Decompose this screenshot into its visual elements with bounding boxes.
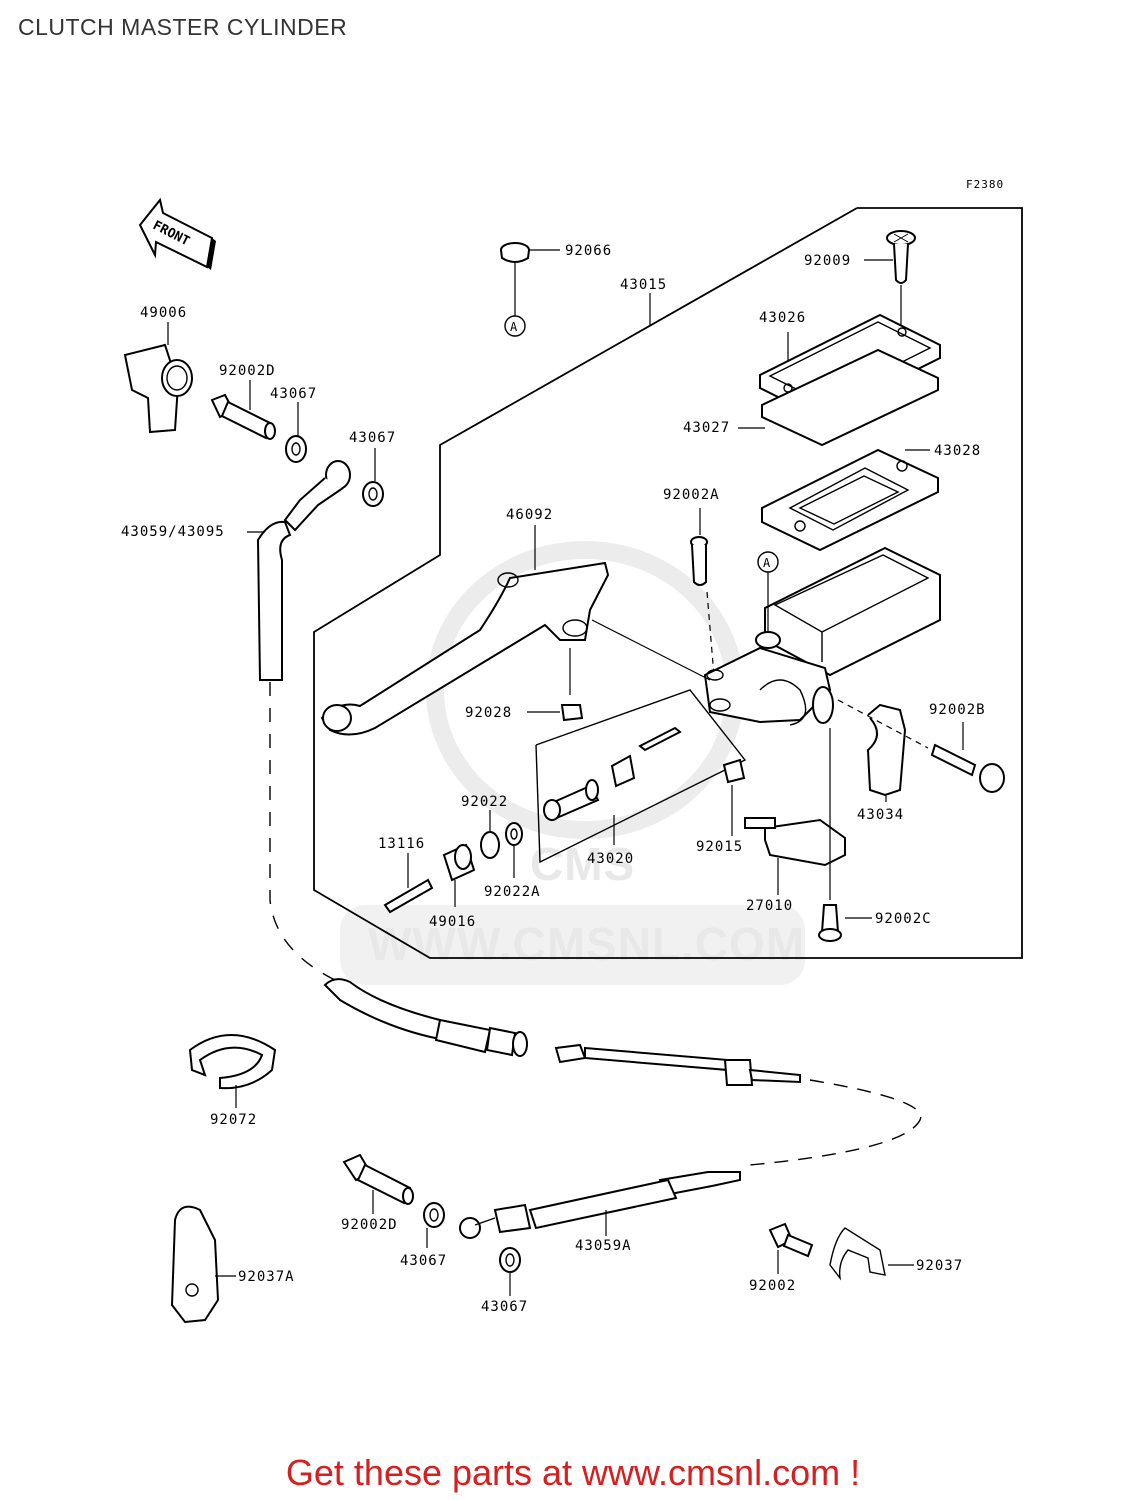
label-49006: 49006 bbox=[140, 305, 187, 321]
label-92002D-top: 92002D bbox=[219, 363, 276, 379]
dust-cap-49006 bbox=[123, 322, 193, 434]
banjo-bolt-92002D-bottom bbox=[342, 1153, 414, 1214]
figure-code: F2380 bbox=[966, 178, 1004, 191]
svg-text:A: A bbox=[510, 320, 518, 334]
switch-27010 bbox=[744, 817, 846, 895]
label-43028: 43028 bbox=[934, 443, 981, 459]
hose-43059-43095 bbox=[247, 460, 351, 981]
label-92009: 92009 bbox=[804, 253, 851, 269]
piston-kit-43020 bbox=[543, 726, 682, 845]
label-92002A: 92002A bbox=[663, 487, 720, 503]
circlip-92022 bbox=[480, 810, 500, 859]
nut-92015 bbox=[722, 758, 746, 836]
pushrod-13116 bbox=[383, 853, 434, 914]
page-title: CLUTCH MASTER CYLINDER bbox=[18, 14, 348, 40]
label-92037: 92037 bbox=[916, 1258, 963, 1274]
bolt-92002 bbox=[768, 1222, 814, 1274]
clip-92037 bbox=[829, 1227, 914, 1281]
screw-92009 bbox=[864, 230, 916, 330]
label-92022: 92022 bbox=[461, 794, 508, 810]
label-43067-b: 43067 bbox=[349, 430, 396, 446]
lever-46092 bbox=[320, 525, 711, 736]
label-92015: 92015 bbox=[696, 839, 743, 855]
watermark-logo: CMS bbox=[530, 838, 635, 890]
label-92022A: 92022A bbox=[484, 884, 541, 900]
band-92072 bbox=[188, 1034, 277, 1108]
assembly-frame bbox=[313, 207, 1023, 959]
label-43027: 43027 bbox=[683, 420, 730, 436]
front-arrow-icon: FRONT bbox=[138, 197, 216, 270]
screw-92002C bbox=[818, 728, 872, 942]
label-43059-43095: 43059/43095 bbox=[121, 524, 225, 540]
promo-link[interactable]: Get these parts at www.cmsnl.com ! bbox=[285, 1452, 861, 1493]
label-43015: 43015 bbox=[620, 277, 667, 293]
washer-43067-a bbox=[285, 402, 307, 463]
label-43026: 43026 bbox=[759, 310, 806, 326]
label-27010: 27010 bbox=[746, 898, 793, 914]
washer-43067-c bbox=[423, 1202, 445, 1248]
label-92002: 92002 bbox=[749, 1278, 796, 1294]
cable-43059A bbox=[459, 1043, 922, 1239]
piston-kit-frame bbox=[535, 689, 747, 864]
reservoir-body bbox=[764, 546, 941, 677]
cap-92066 bbox=[500, 242, 560, 337]
diaphragm-43028 bbox=[761, 448, 939, 552]
label-92002D-bottom: 92002D bbox=[341, 1217, 398, 1233]
label-13116: 13116 bbox=[378, 836, 425, 852]
bolt-92002B bbox=[837, 699, 1005, 793]
parts-diagram: CMS WWW.CMSNL.COM F2380 FRONT bbox=[121, 178, 1023, 1324]
svg-text:A: A bbox=[763, 556, 771, 570]
hose-lower-section bbox=[323, 978, 528, 1057]
label-92037A: 92037A bbox=[238, 1269, 295, 1285]
label-92002C: 92002C bbox=[875, 911, 932, 927]
label-43067-a: 43067 bbox=[270, 386, 317, 402]
label-43020: 43020 bbox=[587, 851, 634, 867]
label-46092: 46092 bbox=[506, 507, 553, 523]
label-49016: 49016 bbox=[429, 914, 476, 930]
master-cylinder-body bbox=[703, 631, 834, 726]
label-92072: 92072 bbox=[210, 1112, 257, 1128]
watermark-url: WWW.CMSNL.COM bbox=[368, 918, 805, 970]
label-92066: 92066 bbox=[565, 243, 612, 259]
boot-49016 bbox=[442, 843, 476, 907]
nut-92028 bbox=[527, 648, 584, 722]
marker-a-on-cap: A bbox=[510, 320, 518, 334]
label-92002B: 92002B bbox=[929, 702, 986, 718]
marker-a-on-reservoir: A bbox=[757, 551, 779, 640]
label-92028: 92028 bbox=[465, 705, 512, 721]
washer-43067-b bbox=[362, 448, 384, 507]
clamp-43034 bbox=[866, 703, 907, 802]
washer-43067-d bbox=[499, 1247, 521, 1296]
label-43067-d: 43067 bbox=[481, 1299, 528, 1315]
plate-43027 bbox=[738, 348, 939, 447]
banjo-bolt-92002D-top bbox=[210, 380, 276, 440]
label-43059A: 43059A bbox=[575, 1238, 632, 1254]
washer-92022A bbox=[505, 822, 523, 878]
label-43034: 43034 bbox=[857, 807, 904, 823]
label-43067-c: 43067 bbox=[400, 1253, 447, 1269]
clamp-92037A bbox=[170, 1205, 236, 1324]
